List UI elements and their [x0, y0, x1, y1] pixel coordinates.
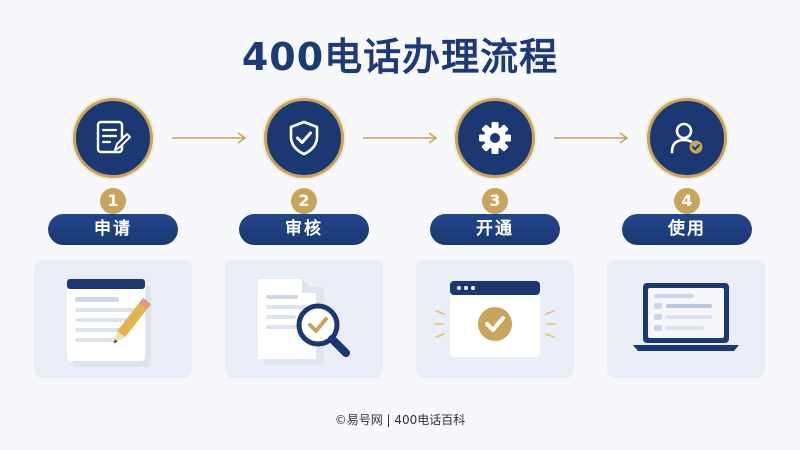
- user-check-icon: [670, 122, 703, 154]
- step-number: 1: [100, 188, 126, 214]
- document-edit-icon: [96, 120, 131, 154]
- footer-copyright: ©易号网 | 400电话百科: [334, 413, 466, 427]
- step-apply-circle: [73, 98, 153, 178]
- arrow-right-icon: [363, 132, 438, 144]
- step-number: 3: [482, 188, 508, 214]
- form-pencil-icon: [67, 279, 151, 367]
- page-title: 400电话办理流程: [241, 35, 559, 79]
- review-illustration: [225, 260, 383, 378]
- step-label: 审核: [239, 214, 369, 245]
- arrow-right-icon: [172, 132, 247, 144]
- step-number: 2: [291, 188, 317, 214]
- step-review-circle: [264, 98, 344, 178]
- arrow-right-icon: [554, 132, 629, 144]
- use-illustration: [607, 260, 765, 378]
- laptop-icon: [633, 283, 739, 351]
- step-label: 使用: [622, 214, 752, 245]
- shield-check-icon: [289, 120, 319, 156]
- step-label: 申请: [48, 214, 178, 245]
- gear-icon: [479, 122, 511, 154]
- browser-check-icon: [434, 281, 556, 357]
- document-magnifier-icon: [258, 279, 350, 365]
- step-label: 开通: [430, 214, 560, 245]
- activate-illustration: [416, 260, 574, 378]
- step-activate-circle: [455, 98, 535, 178]
- step-use-circle: [647, 98, 727, 178]
- step-number: 4: [674, 188, 700, 214]
- apply-illustration: [34, 260, 192, 378]
